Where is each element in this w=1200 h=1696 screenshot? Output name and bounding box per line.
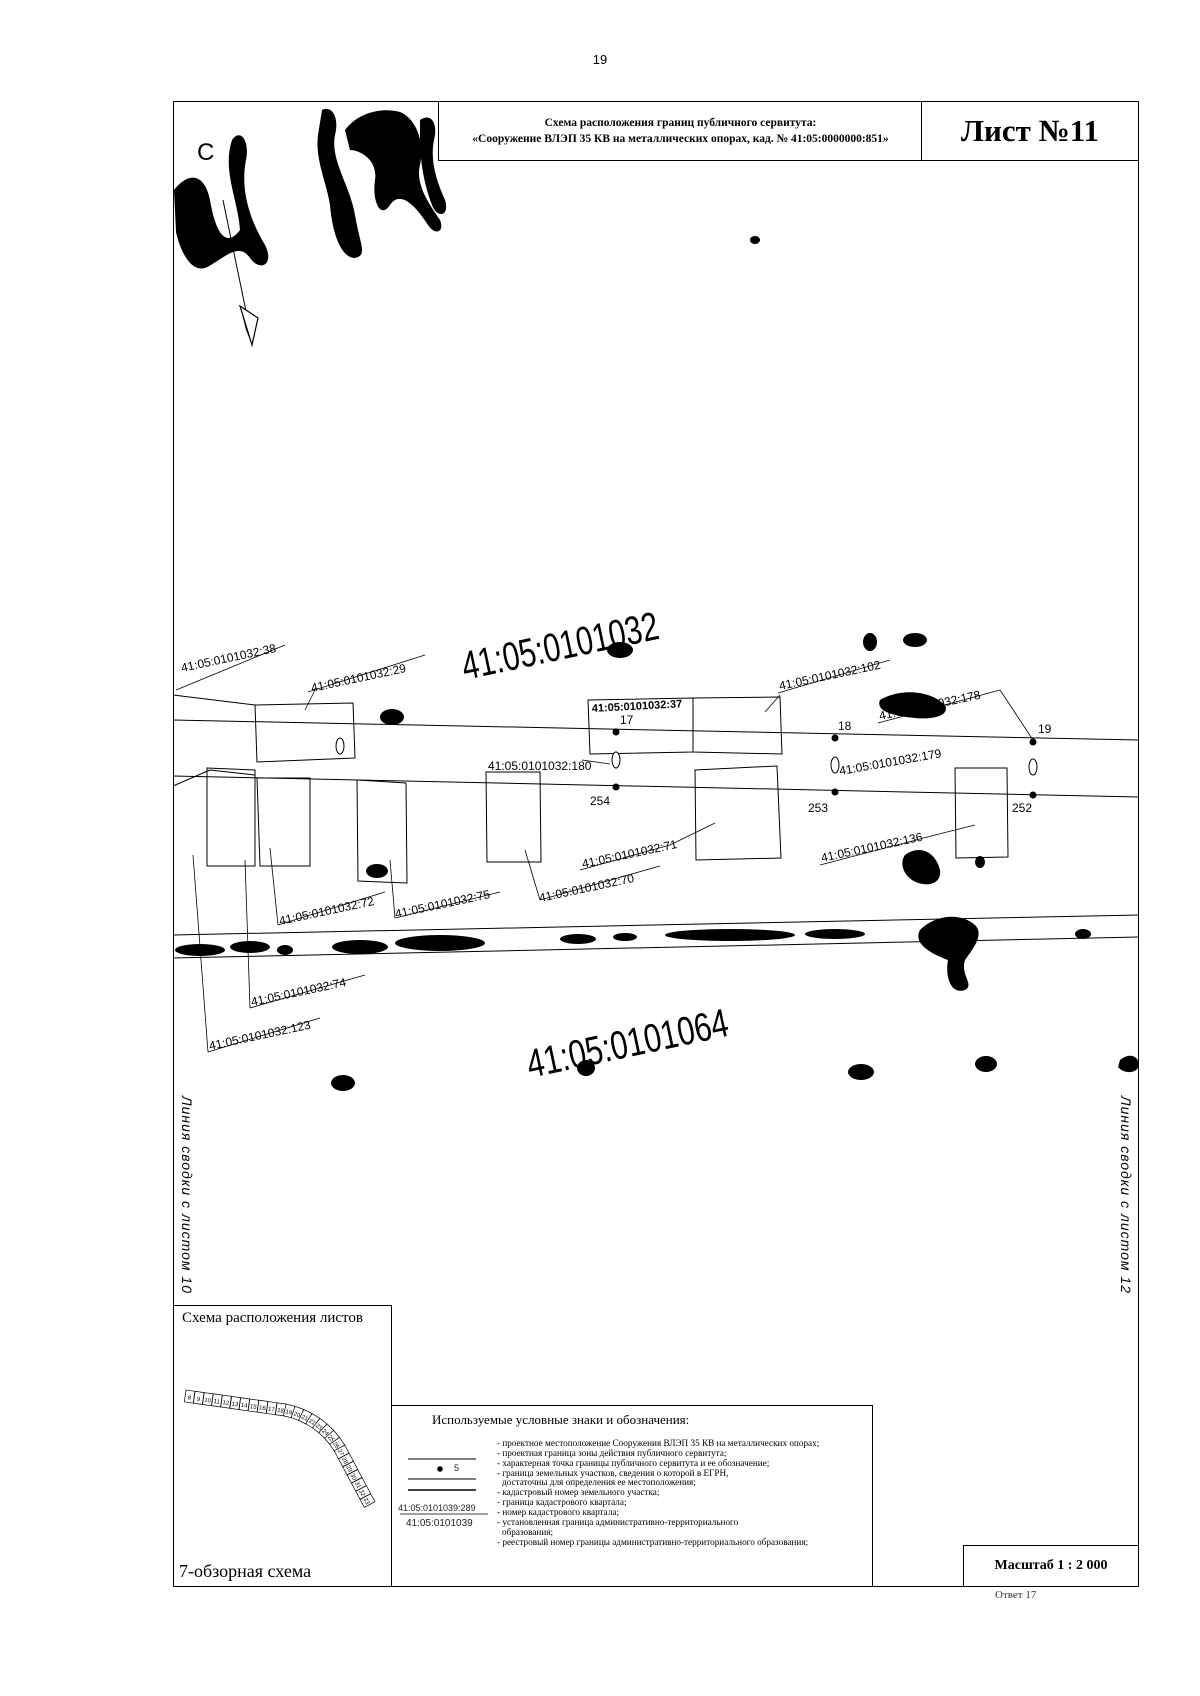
overview-sheet-9: 9	[193, 1390, 205, 1405]
overview-sheet-label: 13	[231, 1402, 239, 1409]
overview-sheet-16: 16	[256, 1399, 269, 1414]
parcel-label-38: 41:05:0101032:38	[180, 641, 278, 675]
legend-item: образования;	[502, 1527, 554, 1537]
parcel-outlines	[206, 696, 1009, 884]
north-arrow	[222, 199, 259, 348]
north-label: С	[197, 139, 214, 166]
overview-caption: 7-обзорная схема	[179, 1561, 312, 1581]
overview-sheet-10: 10	[202, 1392, 214, 1407]
side-note-left: Линия сводки с листом 10	[179, 1096, 195, 1294]
parcel-label-180: 41:05:0101032:180	[488, 759, 592, 773]
legend-item: - граница земельных участков, сведения о…	[497, 1468, 729, 1478]
overview-sheet-label: 33	[362, 1497, 371, 1506]
legend-symbols	[400, 1458, 488, 1515]
legend-sample-point: 5	[454, 1463, 460, 1473]
legend-item: - проектная граница зоны действия публич…	[497, 1448, 727, 1458]
parcel-label-70: 41:05:0101032:70	[538, 871, 636, 905]
overview-sheet-33: 33	[359, 1493, 376, 1508]
legend-panel: Используемые условные знаки и обозначени…	[391, 1405, 873, 1587]
legend-item: - номер кадастрового квартала;	[497, 1507, 620, 1517]
overview-sheet-label: 26	[331, 1441, 340, 1450]
sheet-number: Лист №11	[921, 101, 1139, 161]
overview-sheet-label: 22	[307, 1418, 316, 1427]
leader-lines	[175, 644, 1034, 1053]
overview-sheet-13: 13	[229, 1396, 241, 1410]
overview-sheet-label: 29	[344, 1465, 353, 1474]
block-label-upper: 41:05:0101032	[458, 604, 663, 689]
overview-sheet-label: 23	[314, 1423, 323, 1432]
overview-sheet-label: 11	[213, 1399, 221, 1406]
point-19: 19	[1038, 722, 1052, 736]
overview-sheet-label: 28	[340, 1457, 349, 1466]
parcel-label-71: 41:05:0101032:71	[581, 837, 679, 871]
overview-sheet-14: 14	[238, 1397, 251, 1412]
parcel-label-74: 41:05:0101032:74	[250, 975, 348, 1009]
overview-sheet-label: 12	[222, 1400, 230, 1407]
title-box: Схема расположения границ публичного сер…	[438, 101, 923, 161]
legend-item: - установленная граница административно-…	[497, 1517, 739, 1527]
point-17: 17	[620, 713, 634, 727]
page-number: 19	[592, 52, 608, 67]
overview-sheet-label: 30	[349, 1473, 358, 1482]
servitude-points	[612, 728, 1037, 799]
legend-item: - проектное местоположение Сооружения ВЛ…	[497, 1438, 820, 1448]
parcel-label-123: 41:05:0101032:123	[208, 1018, 312, 1053]
legend-sample-parcel: 41:05:0101039:289	[398, 1503, 476, 1513]
overview-sheet-label: 21	[300, 1415, 309, 1424]
overview-sheet-11: 11	[211, 1393, 223, 1408]
overview-sheet-label: 10	[204, 1398, 212, 1405]
overview-sheet-12: 12	[220, 1394, 232, 1409]
overview-sheet-label: 31	[353, 1481, 362, 1490]
point-18: 18	[838, 719, 852, 733]
overview-sheet-label: 19	[285, 1409, 294, 1417]
parcel-label-72: 41:05:0101032:72	[278, 894, 376, 928]
legend-item: - кадастровый номер земельного участка;	[497, 1487, 660, 1497]
parcel-label-179: 41:05:0101032:179	[838, 746, 943, 778]
overview-sheet-label: 15	[249, 1404, 257, 1411]
point-252: 252	[1012, 801, 1032, 815]
overview-sheet-8: 8	[183, 1389, 196, 1404]
overview-sheet-label: 32	[357, 1489, 366, 1498]
point-253: 253	[808, 801, 828, 815]
overview-sheet-label: 18	[277, 1408, 285, 1415]
title-line-2: «Сооружение ВЛЭП 35 КВ на металлических …	[472, 133, 889, 145]
parcel-label-29: 41:05:0101032:29	[310, 661, 408, 695]
title-line-1: Схема расположения границ публичного сер…	[544, 117, 817, 129]
overview-sheet-label: 24	[320, 1428, 329, 1437]
overview-sheet-label: 16	[259, 1405, 267, 1412]
overview-sheet-15: 15	[247, 1398, 260, 1413]
side-note-right: Линия сводки с листом 12	[1118, 1096, 1134, 1294]
scale-label: Масштаб 1 : 2 000	[963, 1545, 1139, 1587]
terrain-blots	[174, 108, 1139, 1091]
overview-sheet-label: 20	[292, 1411, 301, 1419]
legend-item: - реестровый номер границы административ…	[497, 1537, 809, 1547]
overview-sheet-label: 8	[187, 1395, 192, 1401]
overview-sheet-label: 9	[196, 1397, 201, 1403]
footer-partial: Ответ 17	[995, 1589, 1037, 1601]
overview-title: Схема расположения листов	[182, 1310, 363, 1326]
legend-item: достаточны для определения ее местополож…	[502, 1477, 696, 1487]
parcel-label-37: 41:05:0101032:37	[592, 698, 683, 715]
overview-sheet-label: 17	[268, 1407, 276, 1414]
parcel-label-75: 41:05:0101032:75	[394, 887, 492, 921]
overview-sheet-label: 27	[336, 1448, 345, 1457]
legend-item: - граница кадастрового квартала;	[497, 1497, 627, 1507]
overview-sheet-label: 14	[240, 1403, 248, 1410]
legend-title: Используемые условные знаки и обозначени…	[432, 1412, 690, 1427]
block-label-lower: 41:05:0101064	[523, 1001, 733, 1087]
overview-sheet-label: 25	[326, 1434, 335, 1443]
overview-sheet-17: 17	[265, 1401, 278, 1416]
tower-symbols	[335, 737, 1038, 776]
legend-item: - характерная точка границы публичного с…	[497, 1458, 770, 1468]
road-lines	[172, 694, 1140, 959]
legend-sample-block: 41:05:0101039	[406, 1518, 473, 1529]
parcel-label-102: 41:05:0101032:102	[778, 658, 882, 693]
point-254: 254	[590, 794, 610, 808]
